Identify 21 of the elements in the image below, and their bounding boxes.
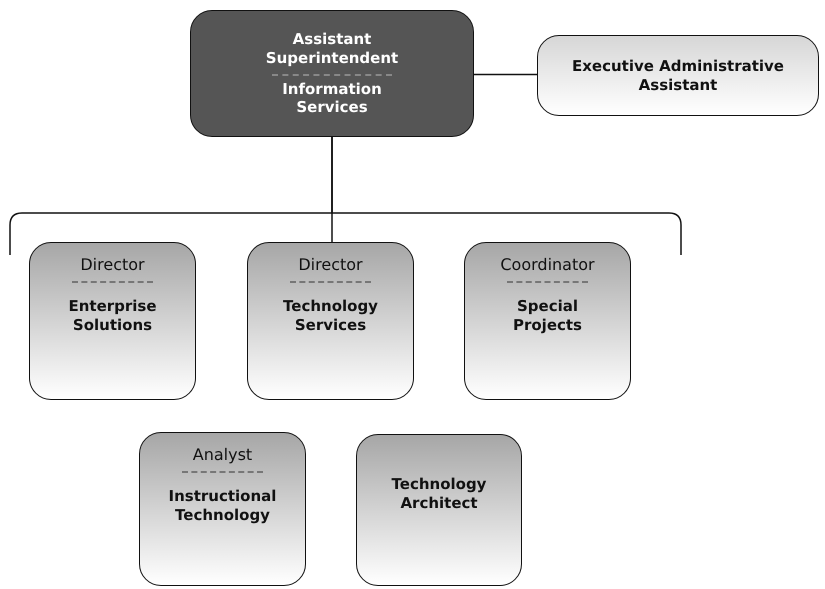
department-name: Technology Services (282, 297, 379, 334)
role-title: Technology Architect (390, 475, 488, 512)
connector-line (474, 74, 537, 76)
department-name: Instructional Technology (168, 487, 278, 524)
role-title: Executive Administrative Assistant (571, 56, 785, 94)
department-name: Information Services (281, 80, 383, 117)
role-box (139, 432, 306, 586)
department-name: Special Projects (512, 297, 583, 334)
position-title: Analyst (192, 445, 252, 465)
role-box (247, 242, 414, 400)
position-title: Assistant Superintendent (264, 30, 400, 68)
role-box (356, 434, 522, 586)
position-title: Director (298, 255, 363, 275)
position-title: Coordinator (500, 255, 595, 275)
position-title: Director (80, 255, 145, 275)
role-box (190, 10, 474, 137)
connector-line (331, 137, 682, 255)
role-box (464, 242, 631, 400)
role-box (537, 35, 819, 116)
department-name: Enterprise Solutions (67, 297, 158, 334)
role-box (29, 242, 196, 400)
